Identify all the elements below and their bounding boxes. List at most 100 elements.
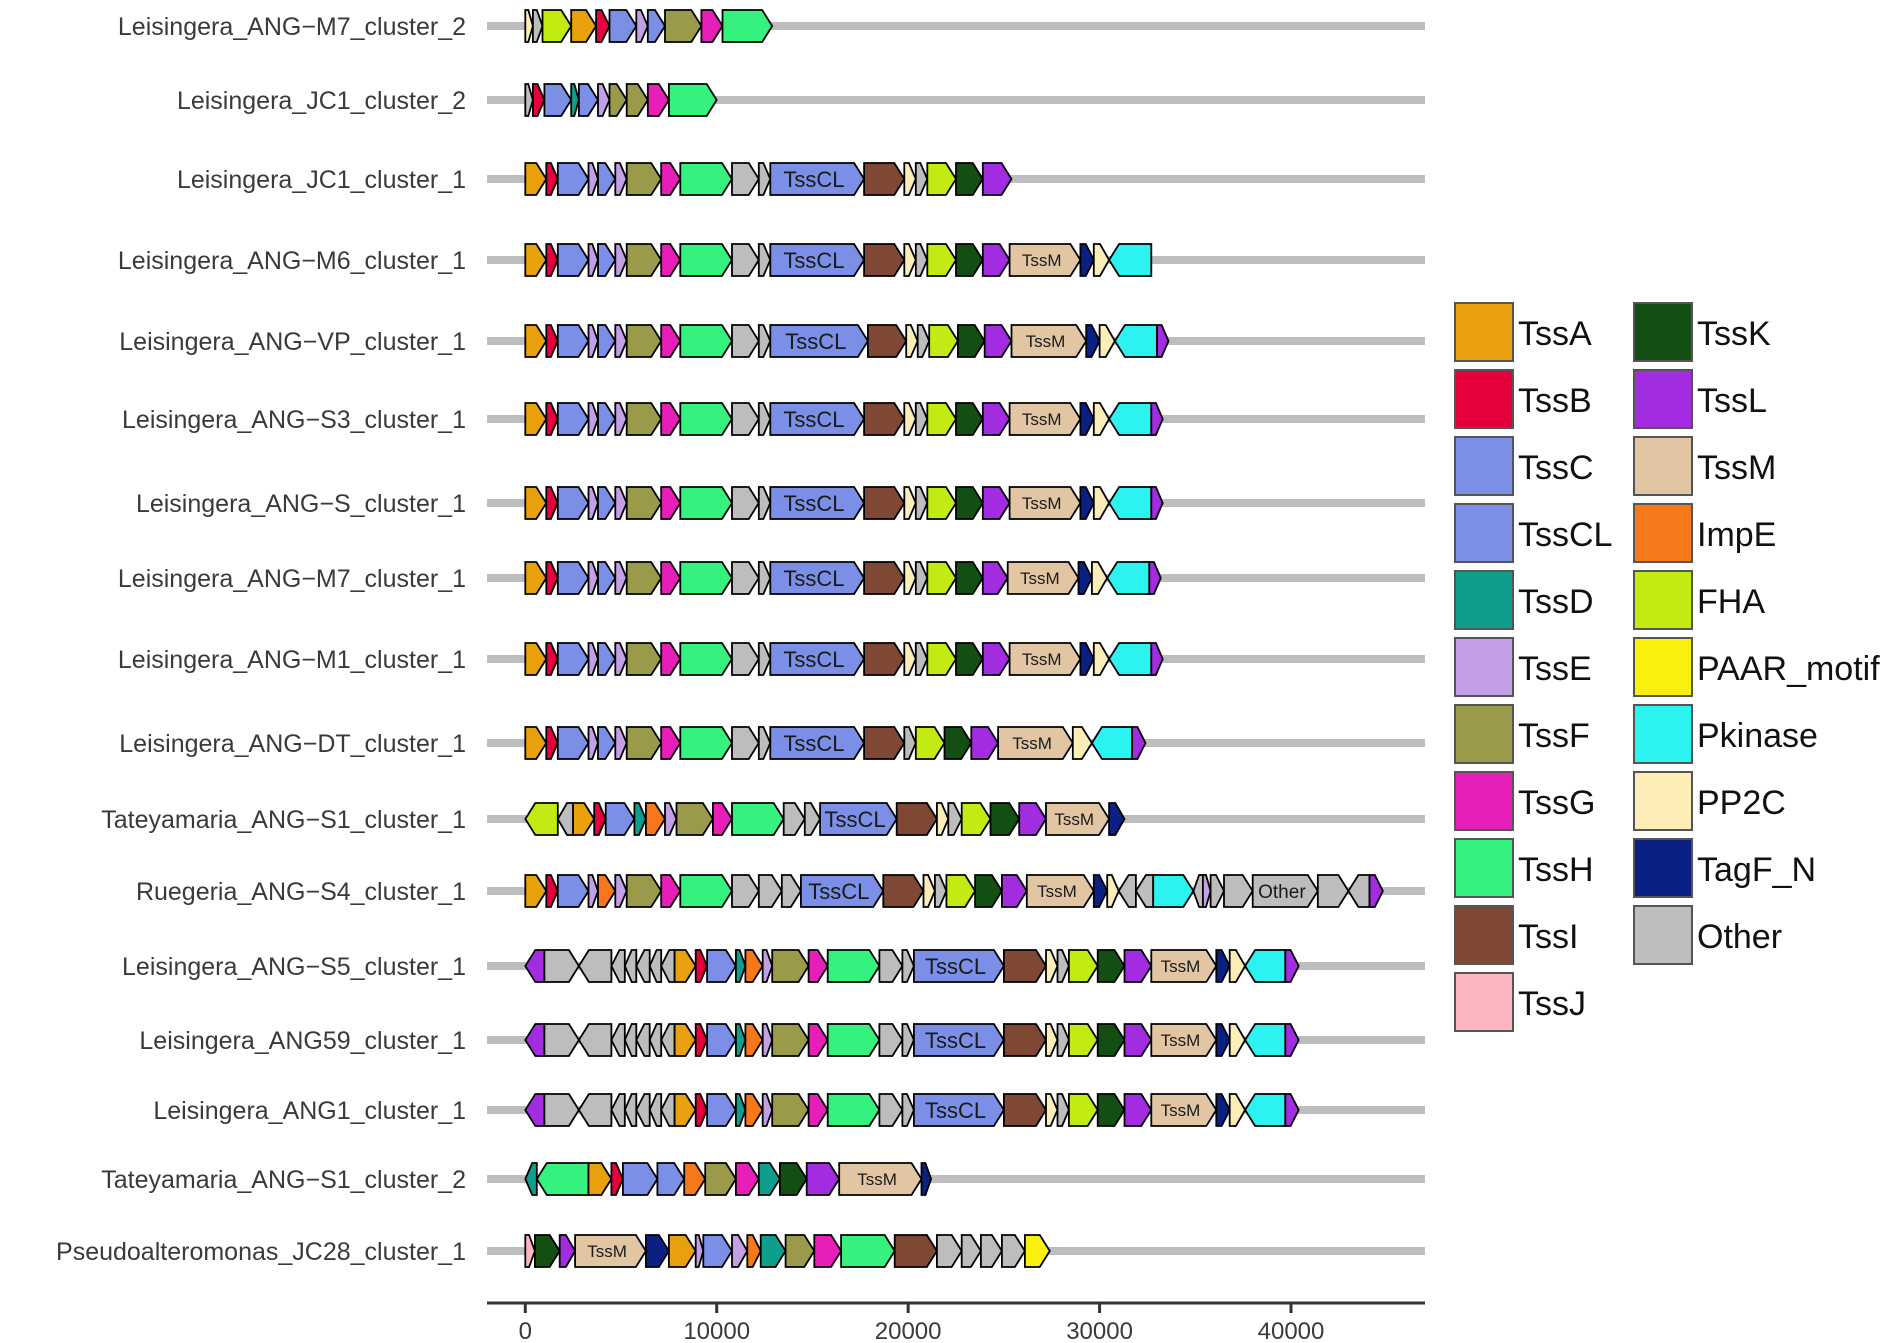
gene-label: TssM xyxy=(1022,650,1062,669)
gene-tssi-arrow xyxy=(863,642,906,676)
gene-tssd-arrow xyxy=(735,949,747,983)
gene-tssl-arrow xyxy=(1123,1093,1153,1127)
gene-tssm-arrow xyxy=(1150,1023,1218,1057)
cluster-label: Leisingera_ANG−M1_cluster_1 xyxy=(118,646,466,674)
gene-tssh-arrow xyxy=(679,561,734,595)
legend-label: TssM xyxy=(1697,449,1776,487)
gene-tssl-arrow xyxy=(805,1162,841,1196)
gene-label: TssCL xyxy=(783,566,844,591)
gene-pkinase-arrow xyxy=(1090,726,1133,760)
gene-tssc-arrow xyxy=(604,802,636,836)
gene-other-arrow xyxy=(731,874,760,908)
gene-tssd-arrow xyxy=(735,1093,747,1127)
cluster-label: Leisingera_ANG−S_cluster_1 xyxy=(136,490,466,518)
legend-label: TssH xyxy=(1518,851,1594,889)
gene-label: TssM xyxy=(1054,810,1094,829)
gene-other-arrow xyxy=(914,642,929,676)
gene-tsse-arrow xyxy=(761,949,774,983)
gene-pp2c-arrow xyxy=(1092,402,1111,436)
legend-label: TssK xyxy=(1697,315,1771,353)
gene-tssl-arrow xyxy=(1001,874,1028,908)
gene-tsse-arrow xyxy=(587,486,599,520)
gene-tsscl-arrow xyxy=(819,802,898,836)
legend-swatch-paar_motif xyxy=(1633,637,1693,697)
cluster-track: TssCL xyxy=(487,162,1425,196)
backbone-line xyxy=(487,1175,1425,1183)
gene-tssh-arrow xyxy=(535,1162,590,1196)
cluster-track: TssM xyxy=(487,1162,1425,1196)
gene-tssb-arrow xyxy=(545,726,559,760)
gene-label: TssM xyxy=(1022,494,1062,513)
gene-tsse-arrow xyxy=(1202,874,1212,908)
gene-other-arrow xyxy=(731,486,760,520)
legend-swatch-tssk xyxy=(1633,302,1693,362)
legend-swatch-tssf xyxy=(1454,704,1514,764)
gene-tssb-arrow xyxy=(545,874,559,908)
gene-tsscl-arrow xyxy=(769,324,869,358)
gene-label: TssCL xyxy=(824,807,885,832)
gene-tssf-arrow xyxy=(625,642,663,676)
legend-label: ImpE xyxy=(1697,516,1776,554)
gene-tssf-arrow xyxy=(625,324,663,358)
gene-tssa-arrow xyxy=(524,874,548,908)
gene-tssc-arrow xyxy=(622,1162,659,1196)
gene-other-arrow xyxy=(635,1093,651,1127)
gene-label: TssCL xyxy=(783,647,844,672)
cluster-label: Leisingera_ANG−S3_cluster_1 xyxy=(122,406,466,434)
gene-other-arrow xyxy=(1251,874,1319,908)
x-tick-label: 10000 xyxy=(683,1318,750,1343)
gene-tssc-arrow xyxy=(702,1234,734,1268)
gene-other-arrow xyxy=(524,83,534,117)
gene-tssc-arrow xyxy=(556,486,590,520)
legend-swatch-other xyxy=(1633,905,1693,965)
gene-impe-arrow xyxy=(744,1093,764,1127)
gene-pkinase-arrow xyxy=(1152,874,1195,908)
gene-tagf_n-arrow xyxy=(1085,324,1101,358)
gene-other-arrow xyxy=(635,949,651,983)
gene-other-arrow xyxy=(1316,874,1350,908)
cluster-label: Leisingera_ANG−M6_cluster_1 xyxy=(118,247,466,275)
gene-other-arrow xyxy=(532,9,544,43)
gene-tssc-arrow xyxy=(706,1093,737,1127)
gene-tagf_n-arrow xyxy=(1215,1093,1231,1127)
gene-label: TssCL xyxy=(808,879,869,904)
gene-label: Other xyxy=(1258,882,1306,903)
gene-other-arrow xyxy=(731,402,760,436)
gene-tssb-arrow xyxy=(545,561,559,595)
gene-tssl-arrow xyxy=(1284,1023,1300,1057)
gene-tssl-arrow xyxy=(1150,642,1164,676)
gene-tsse-arrow xyxy=(635,9,649,43)
gene-tssb-arrow xyxy=(545,162,559,196)
gene-tssb-arrow xyxy=(595,9,611,43)
gene-tssf-arrow xyxy=(625,561,663,595)
gene-tssk-arrow xyxy=(974,874,1003,908)
legend-label: PAAR_motif xyxy=(1697,650,1880,688)
gene-other-arrow xyxy=(757,162,772,196)
gene-label: TssM xyxy=(1022,251,1062,270)
gene-tsse-arrow xyxy=(587,561,599,595)
gene-label: TssCL xyxy=(925,1028,986,1053)
gene-tsse-arrow xyxy=(614,642,628,676)
gene-tssf-arrow xyxy=(625,486,663,520)
cluster-label: Leisingera_ANG59_cluster_1 xyxy=(139,1027,466,1055)
gene-tsse-arrow xyxy=(614,402,628,436)
legend-label: FHA xyxy=(1697,583,1765,621)
gene-tssg-arrow xyxy=(660,402,682,436)
gene-label: TssCL xyxy=(925,954,986,979)
gene-other-arrow xyxy=(577,1093,613,1127)
gene-fha-arrow xyxy=(926,162,958,196)
gene-tssa-arrow xyxy=(524,324,548,358)
gene-tssl-arrow xyxy=(970,726,1000,760)
gene-pkinase-arrow xyxy=(1113,324,1158,358)
gene-tsscl-arrow xyxy=(769,726,866,760)
gene-other-arrow xyxy=(543,1093,580,1127)
gene-tssl-arrow xyxy=(524,1093,546,1127)
gene-tssm-arrow xyxy=(1150,949,1218,983)
gene-tssc-arrow xyxy=(608,9,638,43)
x-tick-label: 20000 xyxy=(875,1318,942,1343)
legend-swatch-tssc xyxy=(1454,436,1514,496)
gene-tssi-arrow xyxy=(863,486,906,520)
gene-tsscl-arrow xyxy=(769,486,866,520)
